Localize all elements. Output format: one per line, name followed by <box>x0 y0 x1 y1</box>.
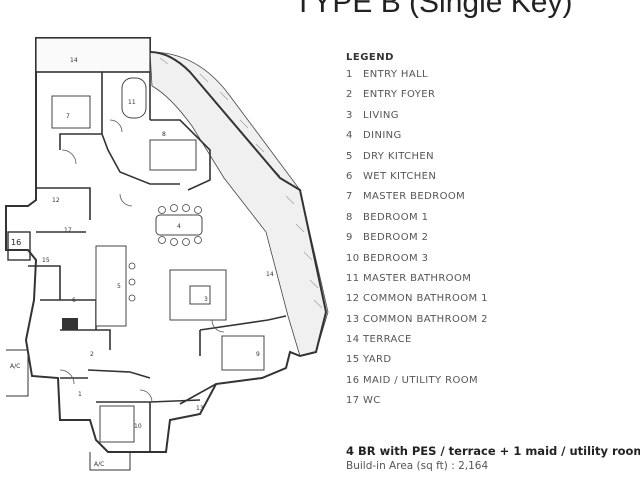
bedroom1-bed <box>149 139 197 171</box>
legend-label: MASTER BATHROOM <box>363 272 472 284</box>
legend-item: 1 ENTRY HALL <box>346 69 636 89</box>
legend-label: WC <box>363 395 381 407</box>
room-label-14-side: 14 <box>266 271 274 278</box>
legend-list: 1 ENTRY HALL 2 ENTRY FOYER 3 LIVING 4 DINING… <box>346 69 636 416</box>
room-label-4: 4 <box>177 223 181 230</box>
room-label-8: 8 <box>162 131 166 138</box>
legend-number: 10 <box>346 252 360 264</box>
room-label-11: 11 <box>128 99 136 106</box>
plan-title: TYPE B (Single Key) <box>294 0 573 19</box>
legend-number: 12 <box>346 293 360 305</box>
legend-number: 9 <box>346 232 353 244</box>
legend-item: 3 LIVING <box>346 110 636 130</box>
room-label-3: 3 <box>204 296 208 303</box>
room-label-16: 16 <box>11 238 21 247</box>
legend-number: 4 <box>346 130 353 142</box>
master-bed <box>51 95 91 129</box>
room-label-12: 12 <box>52 197 60 204</box>
terrace-strip <box>149 51 329 357</box>
legend-number: 15 <box>346 354 360 366</box>
room-label-10: 10 <box>134 423 142 430</box>
stove <box>62 318 78 330</box>
legend-label: COMMON BATHROOM 2 <box>363 313 488 325</box>
build-in-area: Build-in Area (sq ft) : 2,164 <box>346 460 489 472</box>
legend-label: ENTRY FOYER <box>363 89 436 101</box>
floor-plan: 1 2 3 4 5 6 7 8 9 10 11 12 13 14 14 15 1… <box>5 37 329 471</box>
living-sofa <box>169 269 227 321</box>
legend-number: 17 <box>346 395 360 407</box>
dining-table <box>155 214 203 236</box>
legend-label: ENTRY HALL <box>363 69 429 80</box>
bedroom2-bed <box>221 335 265 371</box>
legend-item: 6 WET KITCHEN <box>346 171 636 191</box>
dining-chairs <box>158 204 202 246</box>
coffee-table <box>189 285 211 305</box>
room-label-2: 2 <box>90 351 94 358</box>
maid-room-box <box>7 231 31 261</box>
legend: LEGEND 1 ENTRY HALL 2 ENTRY FOYER 3 LIVING … <box>346 52 636 416</box>
legend-label: LIVING <box>363 109 399 121</box>
legend-number: 8 <box>346 211 353 223</box>
unit-type-heading: 4 BR with PES / terrace + 1 maid / utili… <box>346 444 640 458</box>
legend-number: 13 <box>346 313 360 325</box>
legend-number: 14 <box>346 334 360 346</box>
room-label-15: 15 <box>42 257 50 264</box>
door-swings <box>59 119 225 403</box>
legend-label: BEDROOM 2 <box>363 232 429 244</box>
internal-walls <box>28 71 287 452</box>
room-label-6: 6 <box>72 297 76 304</box>
bath-tub <box>121 77 147 119</box>
legend-item: 8 BEDROOM 1 <box>346 212 636 232</box>
legend-label: BEDROOM 3 <box>363 252 429 264</box>
legend-number: 1 <box>346 69 353 80</box>
room-label-17: 17 <box>64 227 72 234</box>
ac-label-left: A/C <box>10 363 20 370</box>
legend-number: 6 <box>346 170 353 182</box>
legend-label: YARD <box>363 354 392 366</box>
legend-label: COMMON BATHROOM 1 <box>363 293 488 305</box>
legend-item: 7 MASTER BEDROOM <box>346 191 636 211</box>
ac-label-bottom: A/C <box>94 461 104 468</box>
room-label-5: 5 <box>117 283 121 290</box>
legend-label: BEDROOM 1 <box>363 211 429 223</box>
legend-number: 7 <box>346 191 353 203</box>
legend-item: 4 DINING <box>346 130 636 150</box>
legend-number: 3 <box>346 109 353 121</box>
legend-number: 16 <box>346 374 360 386</box>
room-label-7: 7 <box>66 113 70 120</box>
legend-label: MASTER BEDROOM <box>363 191 466 203</box>
legend-item: 5 DRY KITCHEN <box>346 151 636 171</box>
legend-label: MAID / UTILITY ROOM <box>363 374 479 386</box>
legend-heading: LEGEND <box>346 52 394 63</box>
legend-label: TERRACE <box>363 334 412 346</box>
legend-label: DRY KITCHEN <box>363 150 435 162</box>
room-label-14-top: 14 <box>70 57 78 64</box>
island-stools <box>128 262 136 302</box>
room-label-13: 13 <box>196 405 204 412</box>
outer-wall <box>5 37 328 453</box>
ac-ledge-left <box>6 349 29 397</box>
upper-terrace <box>35 37 151 73</box>
legend-item: 9 BEDROOM 2 <box>346 232 636 252</box>
legend-number: 11 <box>346 272 360 284</box>
kitchen-island <box>95 245 127 327</box>
room-label-1: 1 <box>78 391 82 398</box>
legend-label: DINING <box>363 130 402 142</box>
legend-number: 2 <box>346 89 353 101</box>
room-label-9: 9 <box>256 351 260 358</box>
bedroom3-bed <box>99 405 135 443</box>
legend-item: 2 ENTRY FOYER <box>346 89 636 109</box>
ac-ledge-bottom <box>89 452 131 471</box>
legend-label: WET KITCHEN <box>363 170 437 182</box>
legend-number: 5 <box>346 150 353 162</box>
